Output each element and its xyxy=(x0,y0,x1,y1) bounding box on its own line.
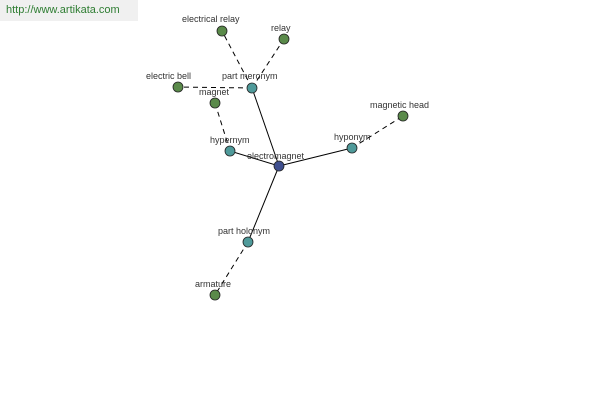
leaf-node-electric-bell[interactable] xyxy=(172,81,184,93)
leaf-node-armature[interactable] xyxy=(209,289,221,301)
center-node-electromagnet[interactable] xyxy=(273,160,285,172)
edge-part-meronym-electrical-relay xyxy=(221,30,253,89)
node-label-hypernym: hypernym xyxy=(210,135,250,145)
edges-layer xyxy=(177,30,404,296)
edge-center-part-holonym xyxy=(247,165,280,243)
node-label-electrical-relay: electrical relay xyxy=(182,14,240,24)
edge-center-hyponym xyxy=(278,147,353,167)
edge-center-hypernym xyxy=(229,150,280,167)
leaf-node-magnet[interactable] xyxy=(209,97,221,109)
node-label-electromagnet: electromagnet xyxy=(247,151,305,161)
leaf-node-electrical-relay[interactable] xyxy=(216,25,228,37)
relation-node-hypernym[interactable] xyxy=(224,145,236,157)
relation-node-hyponym[interactable] xyxy=(346,142,358,154)
edge-part-meronym-electric-bell xyxy=(177,86,253,89)
node-label-magnetic-head: magnetic head xyxy=(370,100,429,110)
leaf-node-relay[interactable] xyxy=(278,33,290,45)
node-label-relay: relay xyxy=(271,23,291,33)
node-label-armature: armature xyxy=(195,279,231,289)
leaf-node-magnetic-head[interactable] xyxy=(397,110,409,122)
edge-part-holonym-armature xyxy=(214,241,249,296)
relation-node-part-holonym[interactable] xyxy=(242,236,254,248)
node-label-magnet: magnet xyxy=(199,87,230,97)
site-url[interactable]: http://www.artikata.com xyxy=(0,0,138,21)
node-label-electric-bell: electric bell xyxy=(146,71,191,81)
edge-part-meronym-relay xyxy=(251,38,285,89)
node-label-part-holonym: part holonym xyxy=(218,226,270,236)
edge-center-part-meronym xyxy=(251,87,280,167)
node-label-hyponym: hyponym xyxy=(334,132,371,142)
labels-layer: electrical relay relay electric bell magnet… xyxy=(146,14,429,289)
relation-node-part-meronym[interactable] xyxy=(246,82,258,94)
nodes-layer xyxy=(172,25,409,301)
node-label-part-meronym: part meronym xyxy=(222,71,278,81)
edge-hyponym-magnetic-head xyxy=(351,115,404,149)
